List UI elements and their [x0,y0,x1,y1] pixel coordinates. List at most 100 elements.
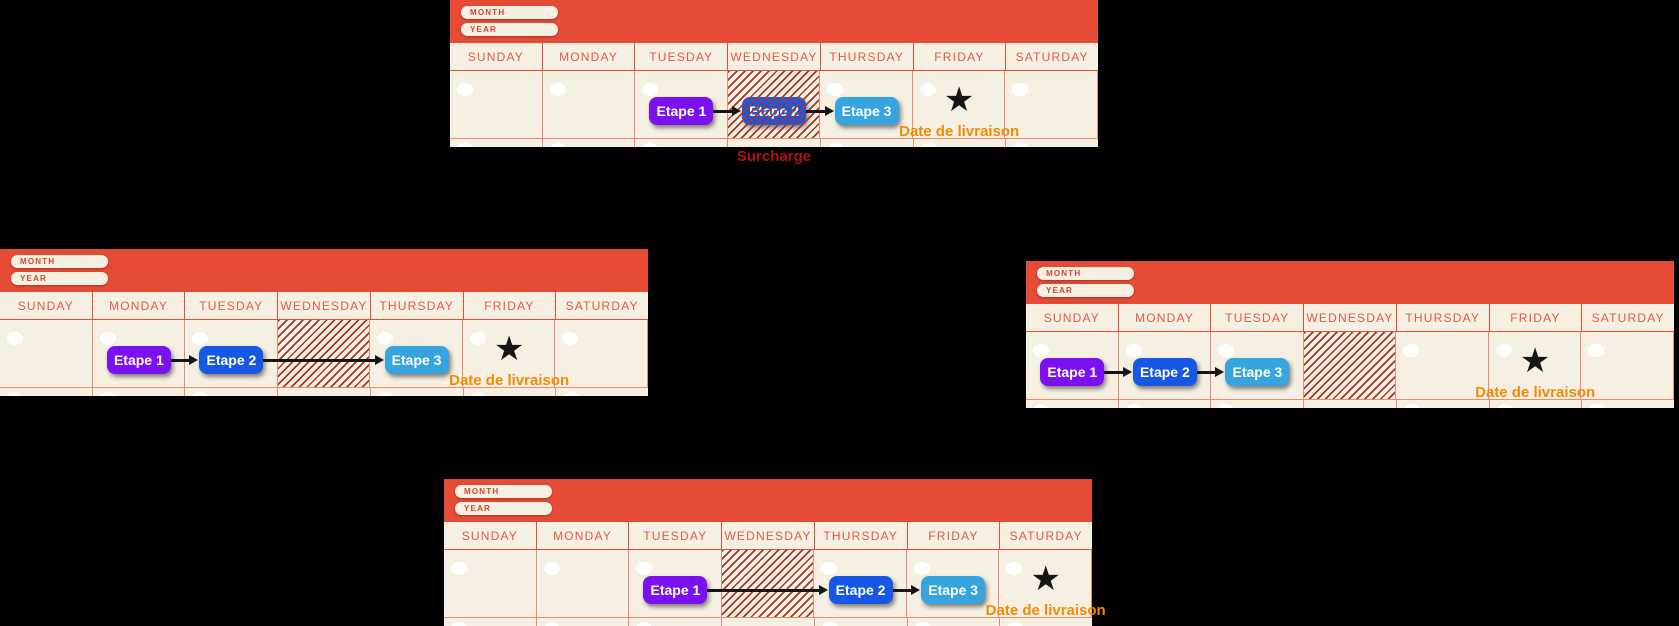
year-field[interactable]: YEAR [11,272,108,285]
stub-day-cell-2 [629,618,723,626]
day-number-circle [563,392,580,396]
flow-arrow [892,585,921,595]
flow-arrow [1104,367,1132,377]
arrow-line [713,110,734,113]
next-week-row-stub [1026,400,1674,408]
day-name-sunday: SUNDAY [0,292,93,319]
stub-day-cell-2 [1211,400,1305,408]
arrow-head-icon [818,585,828,595]
day-cell-6 [1581,332,1675,399]
day-number-circle [636,622,653,626]
day-number-circle [549,143,566,147]
task-chip-etape-2[interactable]: Etape 2 [199,346,264,374]
stub-day-cell-2 [635,139,729,147]
day-name-sunday: SUNDAY [444,522,537,549]
task-chip-etape-1[interactable]: Etape 1 [1040,358,1105,386]
stub-day-cell-6 [1006,139,1098,147]
day-name-sunday: SUNDAY [450,43,543,70]
flow-arrow [707,585,828,595]
overload-hatch [727,71,820,138]
day-name-friday: FRIDAY [914,43,1007,70]
day-name-wednesday: WEDNESDAY [728,43,821,70]
calendar-header: MONTH YEAR [0,249,648,292]
stub-day-cell-1 [543,139,636,147]
day-name-saturday: SATURDAY [1015,49,1089,64]
arrow-line [806,110,827,113]
delivery-star-icon: ★ [1519,342,1551,380]
stub-day-cell-1 [537,618,630,626]
stub-day-cell-5 [914,139,1007,147]
month-field[interactable]: MONTH [11,255,108,268]
day-name-saturday: SATURDAY [1591,310,1665,325]
stub-day-cell-3 [1304,400,1397,408]
task-chip-etape-1[interactable]: Etape 1 [643,576,708,604]
day-name-monday: MONDAY [1119,304,1212,331]
day-number-circle [642,83,659,96]
overload-label: Surcharge [736,148,812,165]
day-name-saturday: SATURDAY [565,298,639,313]
task-chip-etape-2[interactable]: Etape 2 [828,576,893,604]
next-week-row-stub [444,618,1092,626]
day-number-circle [7,392,23,396]
overload-hatch [277,320,370,387]
day-name-wednesday: WEDNESDAY [1304,304,1397,331]
arrow-head-icon [1215,367,1225,377]
stub-day-cell-6 [1000,618,1092,626]
task-chip-etape-1[interactable]: Etape 1 [106,346,171,374]
day-number-circle [920,143,937,147]
month-field[interactable]: MONTH [461,6,558,19]
stub-day-cell-5 [1490,400,1583,408]
task-chip-etape-3[interactable]: Etape 3 [921,576,986,604]
stub-day-cell-4 [815,618,908,626]
day-number-circle [1125,404,1142,408]
task-chip-etape-3[interactable]: Etape 3 [384,346,449,374]
day-number-circle [377,392,394,396]
task-chip-etape-3[interactable]: Etape 3 [1225,358,1290,386]
arrow-head-icon [374,355,384,365]
day-name-monday: MONDAY [543,43,636,70]
stub-day-cell-2 [185,388,279,396]
delivery-star-icon: ★ [943,81,975,119]
day-number-circle [1589,404,1606,408]
day-number-circle [1007,622,1024,626]
task-chip-etape-2[interactable]: Etape 2 [1132,358,1197,386]
overload-hatch [721,550,814,617]
stub-day-cell-6 [556,388,648,396]
task-chip-etape-3[interactable]: Etape 3 [834,97,899,125]
month-field[interactable]: MONTH [455,485,552,498]
day-cell-6 [999,550,1093,617]
day-cell-5 [907,550,1000,617]
day-number-circle [1218,344,1235,357]
arrow-line [1104,371,1125,374]
day-number-circle [636,562,653,575]
day-number-circle [457,143,473,147]
day-number-circle [821,562,838,575]
year-field[interactable]: YEAR [455,502,552,515]
day-name-tuesday: TUESDAY [635,43,729,70]
task-chip-etape-1[interactable]: Etape 1 [649,97,714,125]
day-cell-5 [463,320,556,387]
month-field[interactable]: MONTH [1037,267,1134,280]
day-number-circle [1125,344,1142,357]
arrow-line [263,359,377,362]
next-week-row-stub [450,139,1098,147]
day-number-circle [451,622,467,626]
day-number-circle [1033,344,1049,357]
year-field[interactable]: YEAR [1037,284,1134,297]
stub-day-cell-4 [821,139,914,147]
delivery-date-label: Date de livraison [449,372,570,389]
arrow-head-icon [731,106,741,116]
day-cell-1 [537,550,630,617]
day-cell-3 [1303,332,1397,399]
flow-arrow [263,355,384,365]
day-cell-3 [277,320,371,387]
day-cell-4 [370,320,463,387]
day-name-friday: FRIDAY [908,522,1001,549]
day-name-thursday: THURSDAY [371,292,464,319]
year-field[interactable]: YEAR [461,23,558,36]
day-number-circle [543,622,560,626]
